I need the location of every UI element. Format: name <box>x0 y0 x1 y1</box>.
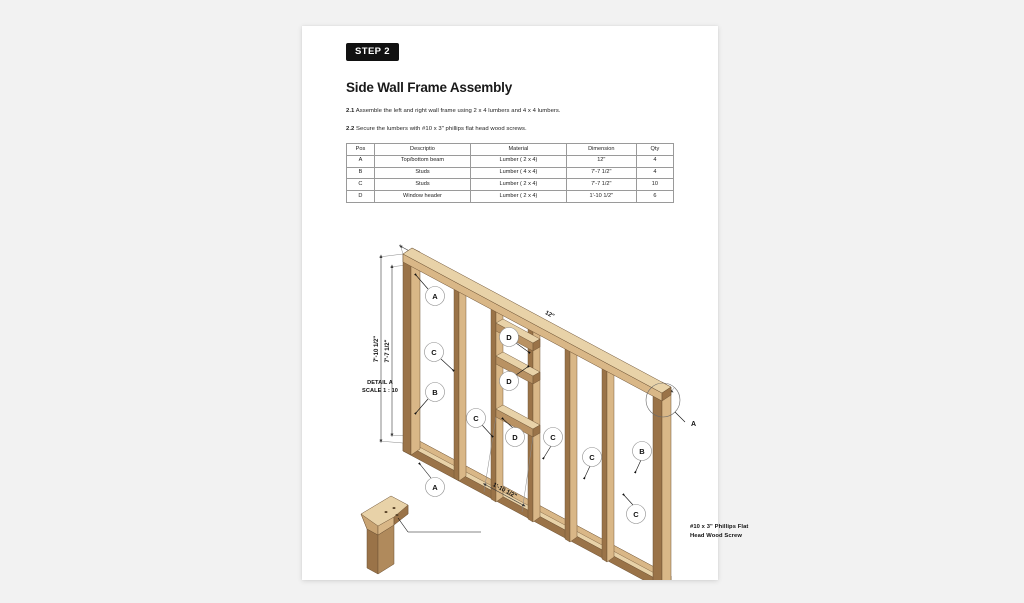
cell-pos: A <box>346 154 375 168</box>
cell-material: Lumber ( 2 x 4) <box>470 178 567 192</box>
balloon-c-right: C <box>622 493 646 524</box>
balloon-label: C <box>633 510 639 519</box>
balloon-d-3: D <box>501 417 525 447</box>
balloon-b-right: B <box>632 441 652 474</box>
cell-qty: 6 <box>635 190 675 203</box>
parts-table: Pos Descriptio Material Dimension Qty A … <box>346 143 675 203</box>
instruction-text: Assemble the left and right wall frame u… <box>355 108 561 114</box>
table-row: A Top/bottom beam Lumber ( 2 x 4) 12" 4 <box>346 154 675 168</box>
balloon-label: A <box>432 483 438 492</box>
cell-dimension: 1'-10 1/2" <box>565 190 637 203</box>
balloon-c-left: C <box>424 342 455 372</box>
stud-left-corner-b <box>402 247 421 456</box>
balloon-c-mid-2: C <box>541 427 563 460</box>
cell-qty: 4 <box>635 166 675 180</box>
detail-circle-a: A <box>645 382 696 428</box>
balloon-a-bottom-left: A <box>418 462 445 497</box>
document-sheet: STEP 2 Side Wall Frame Assembly 2.1 Asse… <box>302 26 748 580</box>
balloon-c-mid-1: C <box>466 408 494 438</box>
balloon-label: A <box>432 292 438 301</box>
cell-description: Top/bottom beam <box>373 154 472 168</box>
detail-a-illustration <box>360 495 481 575</box>
detail-circle-label: A <box>691 421 696 428</box>
balloon-label: B <box>639 447 645 456</box>
instruction-2-1: 2.1 Assemble the left and right wall fra… <box>346 108 561 114</box>
table-row: B Studs Lumber ( 4 x 4) 7'-7 1/2" 4 <box>346 166 675 180</box>
table-row: C Studs Lumber ( 2 x 4) 7'-7 1/2" 10 <box>346 178 675 192</box>
balloon-label: D <box>506 333 512 342</box>
balloon-label: C <box>589 453 595 462</box>
column-header-material: Material <box>470 143 567 156</box>
instruction-text: Secure the lumbers with #10 x 3" phillip… <box>356 126 527 132</box>
balloon-label: D <box>506 377 512 386</box>
balloon-label: C <box>431 348 437 357</box>
screw-note-line-1: #10 x 3" Phillips Flat <box>690 524 749 530</box>
stud-c-3 <box>601 357 615 563</box>
balloon-callouts: A C B A D <box>414 273 652 524</box>
detail-a-caption: DETAIL A SCALE 1 : 10 <box>332 380 428 395</box>
stud-c-1 <box>453 277 467 482</box>
cell-pos: B <box>346 166 375 180</box>
instruction-2-2: 2.2 Secure the lumbers with #10 x 3" phi… <box>346 126 527 132</box>
balloon-b-left: B <box>414 382 445 415</box>
cell-dimension: 12" <box>565 154 637 168</box>
column-header-description: Descriptio <box>373 143 472 156</box>
dimension-text-stud-height: 7'-7 1/2" <box>385 339 391 362</box>
cell-dimension: 7'-7 1/2" <box>565 166 637 180</box>
cell-pos: D <box>346 190 375 203</box>
balloon-c-mid-3: C <box>582 447 602 480</box>
column-header-dimension: Dimension <box>565 143 637 156</box>
detail-a-title: DETAIL A <box>367 380 393 386</box>
column-header-qty: Qty <box>635 143 675 156</box>
top-beam <box>402 247 672 402</box>
cell-pos: C <box>346 178 375 192</box>
balloon-d-1: D <box>499 327 531 354</box>
instruction-number: 2.1 <box>346 108 355 114</box>
cell-qty: 10 <box>635 178 675 192</box>
cell-material: Lumber ( 4 x 4) <box>470 166 567 180</box>
table-header-row: Pos Descriptio Material Dimension Qty <box>346 143 675 156</box>
screw-note: #10 x 3" Phillips Flat Head Wood Screw <box>690 523 800 540</box>
cell-material: Lumber ( 2 x 4) <box>470 154 567 168</box>
isometric-frame-drawing: 7'-10 1/2" 7'-7 1/2" 12" <box>360 243 696 580</box>
window-header-sill <box>495 404 541 438</box>
screw-note-line-2: Head Wood Screw <box>690 532 742 539</box>
balloon-label: B <box>432 388 438 397</box>
step-badge: STEP 2 <box>346 43 399 61</box>
cell-dimension: 7'-7 1/2" <box>565 178 637 192</box>
page-title: Side Wall Frame Assembly <box>346 80 513 95</box>
cell-material: Lumber ( 2 x 4) <box>470 190 567 203</box>
cell-qty: 4 <box>635 154 675 168</box>
table-row: D Window header Lumber ( 2 x 4) 1'-10 1/… <box>346 190 675 203</box>
column-header-pos: Pos <box>346 143 375 156</box>
balloon-d-2: D <box>499 365 530 391</box>
cell-description: Studs <box>373 166 472 180</box>
stud-right-corner-b <box>652 381 672 580</box>
window-header-middle <box>495 351 541 385</box>
balloon-label: C <box>473 414 479 423</box>
cell-description: Window header <box>373 190 472 203</box>
balloon-label: D <box>512 433 518 442</box>
detail-a-scale: SCALE 1 : 10 <box>361 387 399 394</box>
cell-description: Studs <box>373 178 472 192</box>
balloon-label: C <box>550 433 556 442</box>
instruction-number: 2.2 <box>346 126 355 132</box>
stud-c-2 <box>564 337 578 543</box>
dimension-text-overall-height: 7'-10 1/2" <box>374 336 380 362</box>
dimension-text-top-length: 12" <box>544 310 555 320</box>
balloon-a-top-left: A <box>414 273 445 306</box>
